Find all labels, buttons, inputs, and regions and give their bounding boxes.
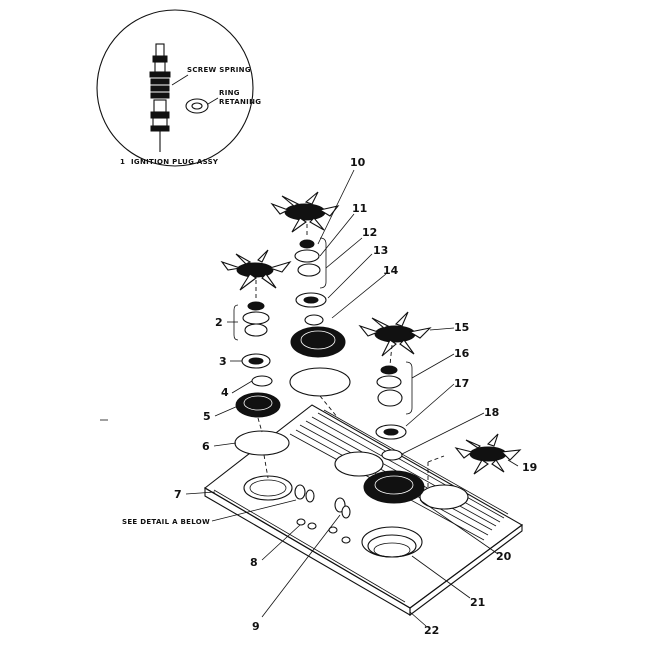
right-burner-head [375,424,407,440]
left-burner-head [241,353,271,369]
right-burner-stack [358,311,432,461]
retaining-ring-drawing [185,98,209,114]
left-burner-cap [235,392,281,418]
callout-3: 3 [219,355,227,368]
callout-6: 6 [202,440,210,453]
callout-10: 10 [350,156,366,169]
callout-numbers: 2 3 4 5 6 7 SEE DETAIL A BELOW 8 9 10 11… [122,156,537,637]
panel-burner-openings [243,451,469,558]
callout-2: 2 [215,316,223,329]
middle-burner-stack [270,191,351,419]
callout-8: 8 [250,556,258,569]
callout-11: 11 [352,202,367,215]
inset-detail: SCREW SPRING RING RETANING 1 IGNITION PL… [96,9,261,167]
callout-22: 22 [424,624,439,637]
callout-17: 17 [454,377,469,390]
far-right-grate [427,433,522,488]
middle-grate [270,191,340,233]
callout-16: 16 [454,347,470,360]
callout-7: 7 [174,488,182,501]
leader-lines [100,169,519,627]
callout-19: 19 [522,461,537,474]
callout-13: 13 [373,244,388,257]
panel-fittings [294,484,351,544]
front-burner [363,470,425,504]
callout-15: 15 [454,321,469,334]
callout-9: 9 [252,620,260,633]
callout-21: 21 [470,596,485,609]
middle-burner-cap [290,326,346,358]
callout-5: 5 [203,410,211,423]
callout-14: 14 [383,264,399,277]
label-retaining: RETANING [219,98,261,106]
callout-18: 18 [484,406,499,419]
label-ring: RING [219,89,240,97]
label-assembly-number: 1 [120,158,125,166]
right-grate [358,311,432,357]
left-burner-stack [220,249,292,479]
callout-12: 12 [362,226,377,239]
inset-circle [96,9,254,167]
left-grate [220,249,292,291]
label-screw-spring: SCREW SPRING [187,66,251,74]
ignition-plug-drawing [149,43,171,152]
callout-20: 20 [496,550,512,563]
see-detail-note: SEE DETAIL A BELOW [122,518,210,526]
label-ignition-plug-assy: IGNITION PLUG ASSY [131,158,219,166]
callout-4: 4 [221,386,229,399]
middle-burner-head [295,292,327,308]
